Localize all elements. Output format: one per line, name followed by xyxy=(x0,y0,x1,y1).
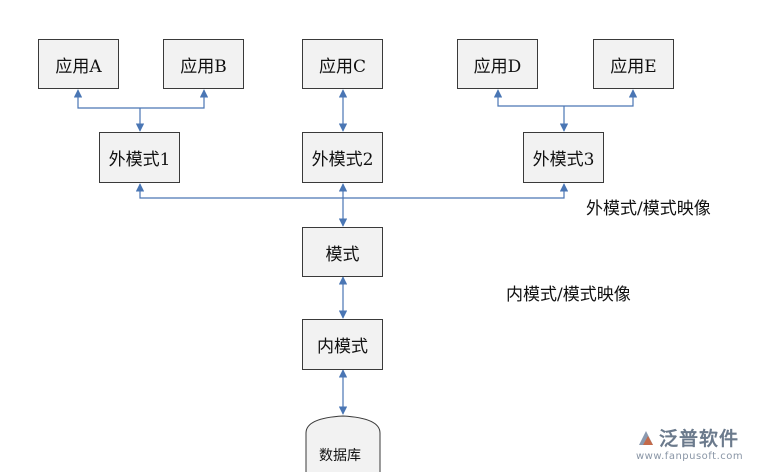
internal-schema-box: 内模式 xyxy=(302,319,383,370)
connector-ext1-bus xyxy=(135,183,343,199)
schema-label: 模式 xyxy=(325,244,360,265)
app-c-box: 应用C xyxy=(302,39,383,89)
external-schema-1-box: 外模式1 xyxy=(99,132,180,183)
watermark: 泛普软件 www.fanpusoft.com xyxy=(636,424,743,462)
watermark-url: www.fanpusoft.com xyxy=(636,451,744,462)
app-a-box: 应用A xyxy=(38,39,119,89)
connector-app-d-e xyxy=(493,89,638,107)
external-schema-2-box: 外模式2 xyxy=(302,132,383,183)
connector-ext3-bus xyxy=(343,183,569,199)
external-schema-2-label: 外模式2 xyxy=(311,150,374,170)
database-cylinder xyxy=(305,415,381,472)
external-schema-3-label: 外模式3 xyxy=(532,150,595,170)
app-b-label: 应用B xyxy=(180,56,227,77)
app-e-label: 应用E xyxy=(610,56,657,77)
schema-box: 模式 xyxy=(302,227,383,277)
connector-app-a-b xyxy=(73,89,209,109)
watermark-name: 泛普软件 xyxy=(659,428,740,450)
fanpu-logo-icon xyxy=(639,430,653,445)
app-c-label: 应用C xyxy=(318,56,366,77)
app-d-label: 应用D xyxy=(473,56,522,77)
app-a-label: 应用A xyxy=(55,56,102,77)
app-e-box: 应用E xyxy=(593,39,674,89)
external-mapping-label: 外模式/模式映像 xyxy=(586,199,711,219)
app-b-box: 应用B xyxy=(163,39,244,89)
app-d-box: 应用D xyxy=(457,39,538,89)
external-schema-3-box: 外模式3 xyxy=(523,132,604,183)
database-label: 数据库 xyxy=(319,448,361,464)
external-schema-1-label: 外模式1 xyxy=(108,150,171,170)
internal-schema-label: 内模式 xyxy=(317,337,368,357)
internal-mapping-label: 内模式/模式映像 xyxy=(506,285,631,305)
